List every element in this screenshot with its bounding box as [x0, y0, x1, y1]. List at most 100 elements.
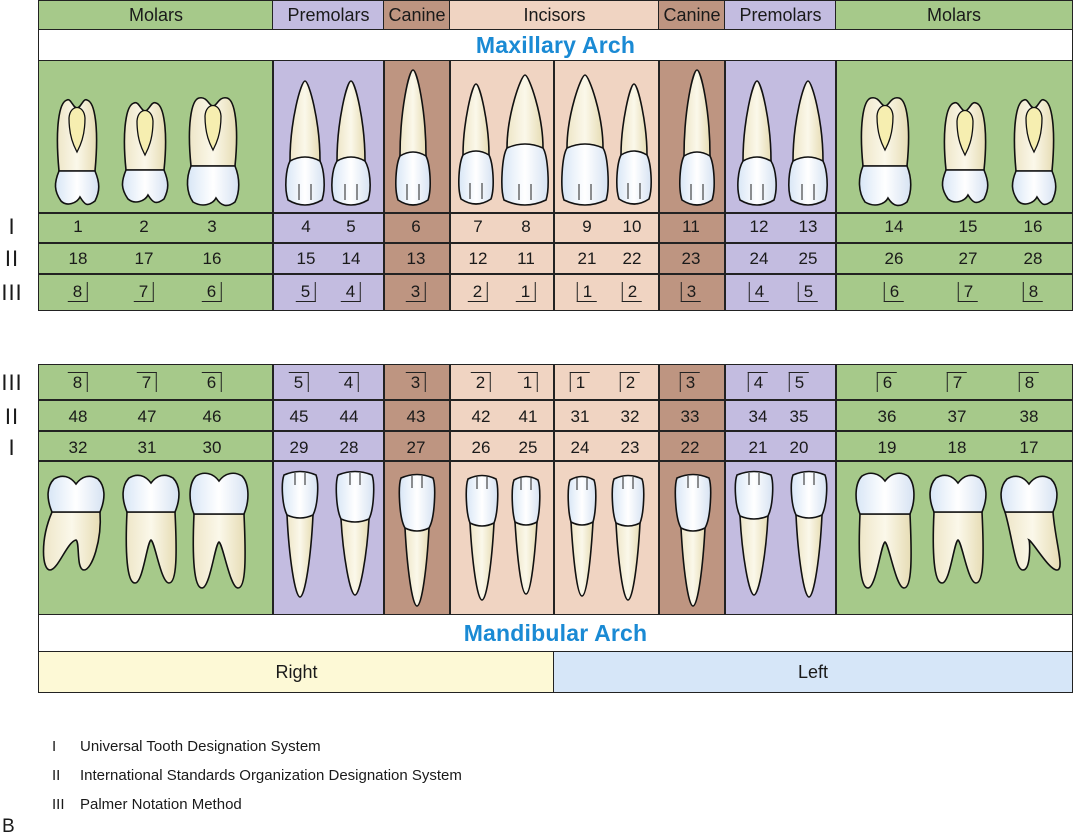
palatal-root — [136, 109, 154, 157]
lower-tooth-31 — [122, 474, 180, 584]
lower-tooth-29 — [281, 470, 319, 598]
tooth-root — [289, 80, 321, 162]
universal-number-upper: 4 — [301, 217, 311, 236]
iso-number-lower: 43 — [406, 407, 426, 426]
tooth-crown — [737, 156, 777, 206]
iso-number-lower: 48 — [68, 407, 88, 426]
divider — [383, 60, 385, 311]
lower-tooth-20 — [790, 470, 828, 598]
mandibular-arch-title: Mandibular Arch — [38, 614, 1073, 652]
tooth-crown — [788, 156, 828, 206]
iso-number-lower: 35 — [789, 407, 809, 426]
iso-number-lower: 44 — [339, 407, 359, 426]
midline-divider — [553, 364, 555, 615]
lower-tooth-18 — [929, 474, 987, 584]
lower-tooth-26 — [465, 474, 499, 601]
header-label: Canine — [388, 5, 446, 25]
palmer-number-upper: 5 — [797, 282, 819, 302]
palmer-number-lower: 6 — [201, 372, 223, 392]
palmer-number-lower: 7 — [136, 372, 158, 392]
header-label: Premolars — [739, 5, 822, 25]
lower-tooth-27 — [398, 473, 436, 607]
palmer-number-upper: 6 — [201, 282, 223, 302]
row-label-palmer-lower: III — [1, 370, 23, 395]
tooth-root — [286, 514, 314, 598]
palmer-number-upper: 6 — [883, 282, 905, 302]
tooth-root — [620, 83, 648, 156]
universal-number-lower: 18 — [947, 438, 967, 457]
iso-number-lower: 46 — [202, 407, 222, 426]
palmer-number-upper: 1 — [576, 282, 598, 302]
iso-number-upper: 22 — [622, 249, 642, 268]
tooth-crown — [395, 151, 431, 206]
header-label: Premolars — [287, 5, 370, 25]
lower-tooth-28 — [335, 470, 375, 596]
iso-number-lower: 36 — [877, 407, 897, 426]
tooth-crown — [1011, 170, 1057, 206]
iso-number-upper: 17 — [134, 249, 154, 268]
palmer-number-lower: 1 — [569, 372, 591, 392]
header-label: Molars — [128, 5, 183, 25]
divider — [449, 364, 451, 615]
lower-tooth-22 — [674, 473, 712, 607]
divider — [272, 60, 274, 311]
universal-number-lower: 19 — [877, 438, 897, 457]
tooth-root — [514, 521, 538, 595]
palmer-number-upper: 4 — [748, 282, 770, 302]
lower-tooth-24 — [567, 475, 597, 597]
tooth-root — [932, 511, 984, 584]
upper-tooth-2 — [121, 101, 169, 204]
right-side-band: Right — [38, 651, 555, 693]
upper-tooth-12 — [737, 80, 777, 206]
universal-number-upper: 16 — [1023, 217, 1043, 236]
row-label-palmer-upper: III — [1, 280, 23, 305]
legend-key: II — [52, 767, 61, 784]
iso-number-lower: 31 — [570, 407, 590, 426]
tooth-root — [340, 518, 370, 596]
palmer-number-upper: 1 — [515, 282, 537, 302]
header-label: Canine — [663, 5, 721, 25]
palmer-number-lower: 5 — [788, 372, 810, 392]
header-canine-left: Canine — [658, 0, 726, 31]
header-label: Incisors — [523, 5, 586, 25]
right-side-label: Right — [275, 661, 318, 682]
tooth-crown — [616, 150, 652, 205]
iso-number-lower: 45 — [289, 407, 309, 426]
upper-tooth-3 — [186, 96, 240, 207]
tooth-root — [192, 513, 246, 589]
figure-label: B — [2, 816, 15, 837]
iso-number-upper: 14 — [341, 249, 361, 268]
tooth-root — [683, 69, 711, 157]
tooth-crown — [335, 470, 375, 523]
tooth-crown — [679, 151, 715, 206]
legend-text: Palmer Notation Method — [80, 796, 242, 813]
palmer-number-lower: 7 — [946, 372, 968, 392]
tooth-root — [506, 74, 544, 149]
iso-number-upper: 16 — [202, 249, 222, 268]
tooth-crown — [1000, 475, 1058, 513]
universal-number-upper: 6 — [411, 217, 421, 236]
tooth-crown — [465, 474, 499, 527]
iso-number-lower: 47 — [137, 407, 157, 426]
palmer-number-lower: 4 — [338, 372, 360, 392]
lower-tooth-23 — [611, 474, 645, 601]
iso-number-upper: 25 — [798, 249, 818, 268]
tooth-crown — [929, 474, 987, 513]
tooth-root — [462, 83, 490, 156]
palmer-number-lower: 3 — [405, 372, 427, 392]
header-label: Molars — [926, 5, 981, 25]
universal-number-upper: 1 — [73, 217, 83, 236]
palmer-number-upper: 8 — [67, 282, 89, 302]
header-premolars-left: Premolars — [724, 0, 837, 31]
legend-text: Universal Tooth Designation System — [80, 738, 321, 755]
tooth-crown — [501, 143, 549, 206]
palmer-number-lower: 1 — [517, 372, 539, 392]
universal-number-lower: 24 — [570, 438, 590, 457]
tooth-crown — [285, 156, 325, 206]
universal-number-upper: 14 — [884, 217, 904, 236]
iso-number-upper: 27 — [958, 249, 978, 268]
tooth-crown — [281, 470, 319, 519]
divider — [38, 242, 1073, 244]
upper-tooth-14 — [858, 96, 912, 207]
